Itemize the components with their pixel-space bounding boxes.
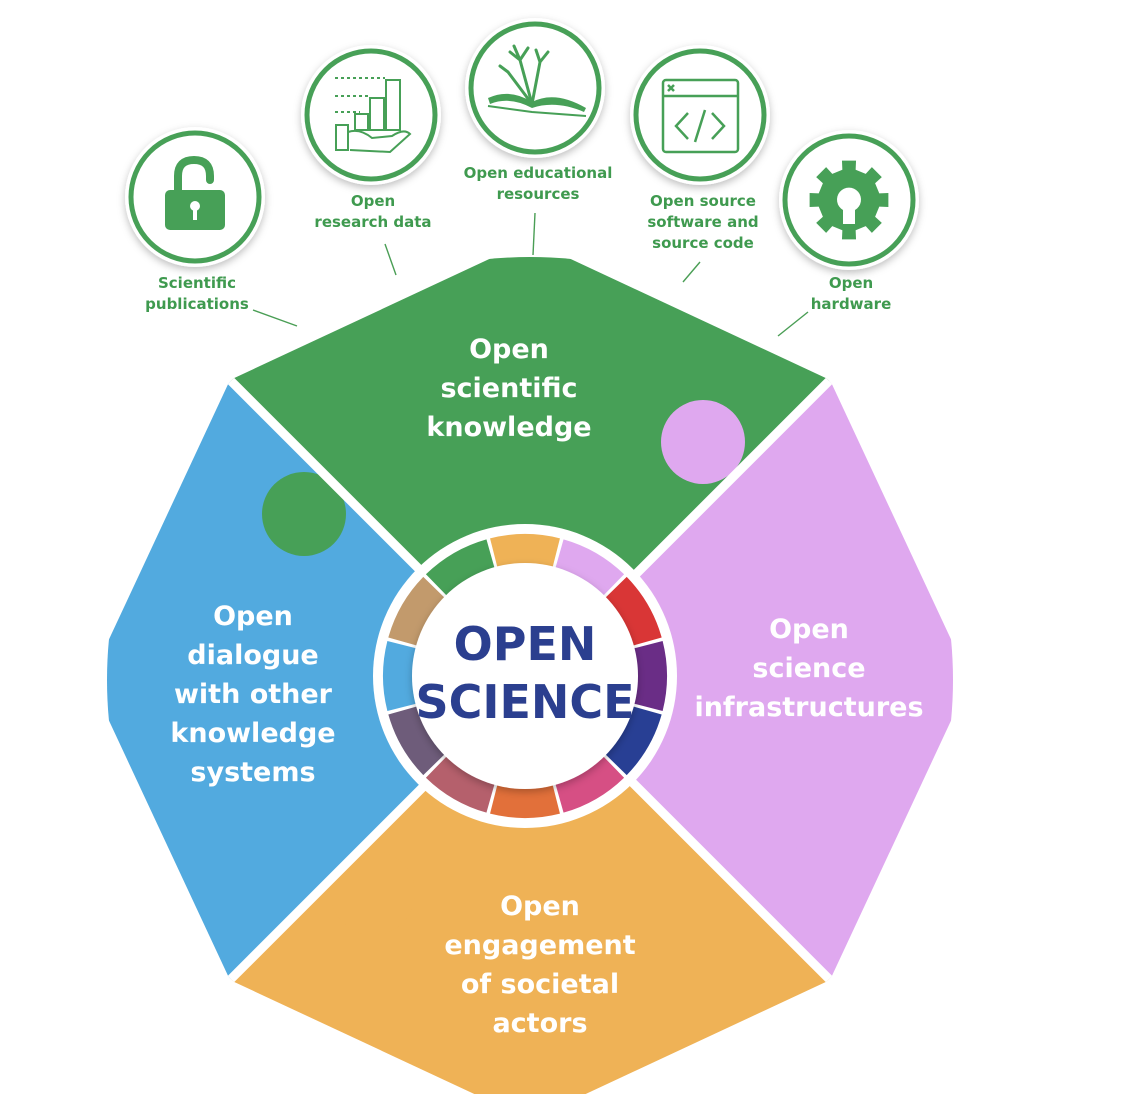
piece-infrastructures-tab-bottom xyxy=(717,808,797,888)
center-ring-segment xyxy=(490,784,560,818)
center-ring-segment xyxy=(425,539,495,596)
svg-text:Open: Open xyxy=(351,192,395,210)
label-infrastructures: Open science infrastructures xyxy=(694,614,923,723)
label-dialogue: Open dialogue with other knowledge syste… xyxy=(170,601,335,788)
svg-text:actors: actors xyxy=(492,1008,587,1039)
svg-text:Open educational: Open educational xyxy=(464,164,613,182)
center-ring-segment xyxy=(555,539,625,596)
piece-engagement xyxy=(230,680,830,1098)
icon-badge-publications: Scientific publications xyxy=(125,127,265,313)
svg-text:Open: Open xyxy=(500,891,580,922)
open-book-plant-icon xyxy=(487,44,587,117)
label-knowledge: Open scientific knowledge xyxy=(426,334,591,443)
center-ring-segment xyxy=(382,641,417,711)
data-chart-hand-icon xyxy=(335,77,412,154)
piece-dialogue xyxy=(107,380,530,980)
center-ring-segment xyxy=(425,756,495,813)
svg-text:Open: Open xyxy=(829,274,873,292)
svg-text:dialogue: dialogue xyxy=(187,640,318,671)
center-ring-segment xyxy=(605,706,662,776)
svg-text:engagement: engagement xyxy=(444,930,635,961)
icon-badge-educational: Open educational resources xyxy=(464,18,613,203)
center-title-line-2: SCIENCE xyxy=(415,675,634,729)
unlocked-padlock-icon xyxy=(165,155,225,230)
svg-text:software and: software and xyxy=(647,213,758,231)
svg-text:Open: Open xyxy=(213,601,293,632)
piece-infrastructures xyxy=(530,380,953,980)
center-disc xyxy=(412,563,638,789)
leader-lines xyxy=(252,212,809,337)
gear-icon xyxy=(809,160,889,240)
svg-text:research data: research data xyxy=(314,213,431,231)
piece-dialogue-notch-bottom xyxy=(331,851,415,935)
svg-text:science: science xyxy=(752,653,865,684)
svg-text:hardware: hardware xyxy=(811,295,892,313)
svg-text:resources: resources xyxy=(497,185,580,203)
svg-text:scientific: scientific xyxy=(440,373,577,404)
svg-text:Open: Open xyxy=(469,334,549,365)
svg-text:source code: source code xyxy=(652,234,754,252)
center-ring-segment xyxy=(490,534,560,568)
svg-text:of societal: of societal xyxy=(461,969,619,1000)
svg-text:Open: Open xyxy=(769,614,849,645)
svg-text:with other: with other xyxy=(174,679,333,710)
svg-text:Open source: Open source xyxy=(650,192,756,210)
piece-knowledge xyxy=(230,257,830,680)
center-ring-segment xyxy=(555,756,625,813)
center-color-ring xyxy=(382,534,667,818)
center-ring-segment xyxy=(605,576,662,646)
svg-text:systems: systems xyxy=(190,757,315,788)
svg-text:knowledge: knowledge xyxy=(170,718,335,749)
svg-text:Scientific: Scientific xyxy=(158,274,236,292)
svg-text:knowledge: knowledge xyxy=(426,412,591,443)
piece-knowledge-notch-right xyxy=(661,400,745,484)
label-engagement: Open engagement of societal actors xyxy=(444,891,635,1039)
center-ring-segment xyxy=(633,641,667,711)
center-title-line-1: OPEN xyxy=(454,617,597,671)
icon-badge-research-data: Open research data xyxy=(301,45,441,231)
icon-badge-software: Open source software and source code xyxy=(630,45,770,252)
center-ring-segment xyxy=(388,576,445,646)
icon-badge-hardware: Open hardware xyxy=(779,130,919,313)
gear-keyhole xyxy=(837,187,861,224)
svg-text:infrastructures: infrastructures xyxy=(694,692,923,723)
code-window-icon xyxy=(661,78,740,154)
svg-text:publications: publications xyxy=(145,295,249,313)
center-ring-segment xyxy=(388,706,445,776)
piece-knowledge-tab-left xyxy=(262,472,346,556)
